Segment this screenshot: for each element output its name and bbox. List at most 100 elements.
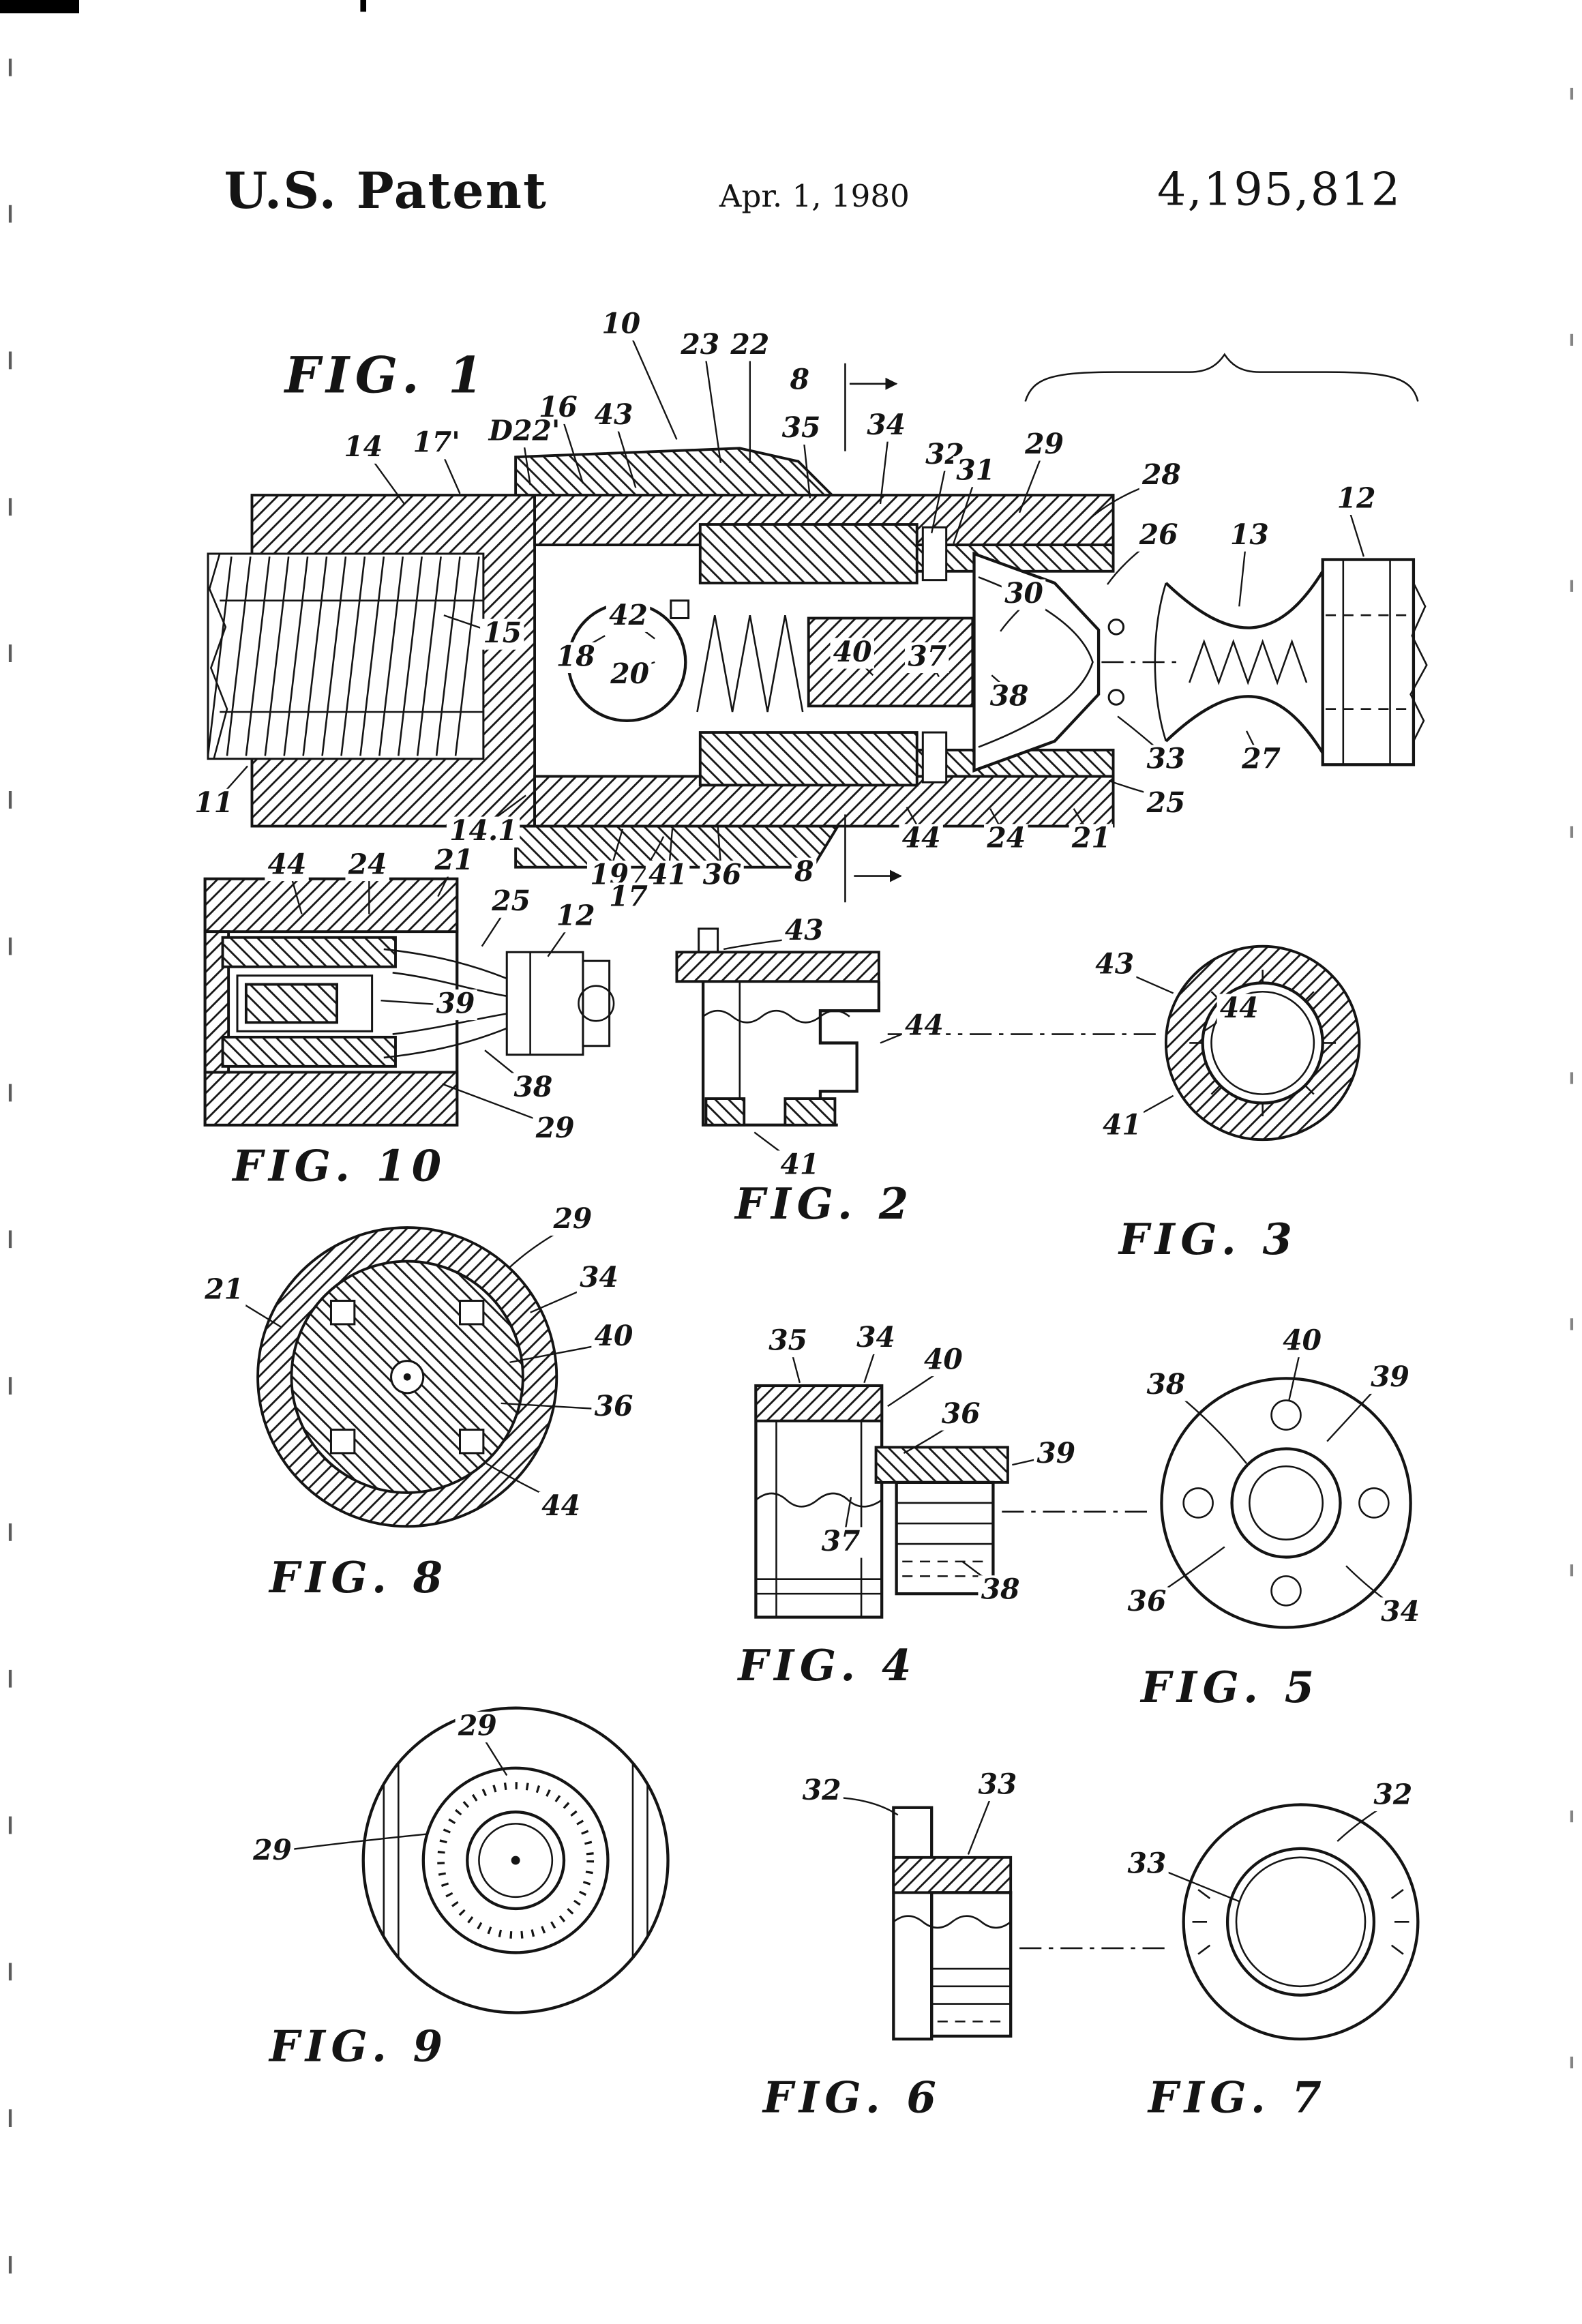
fig5-ref-36: 36 [1124, 1587, 1169, 1618]
fig1-ref-41: 41 [645, 861, 691, 892]
fig4-ref-38: 38 [978, 1575, 1023, 1607]
fig6-ref-32: 32 [799, 1776, 844, 1807]
fig4-drawing [754, 1352, 1154, 1619]
fig1-ref-13: 13 [1227, 520, 1272, 552]
fig7-drawing [1159, 1803, 1420, 2041]
fig4-ref-36: 36 [938, 1399, 983, 1431]
fig5-drawing [1158, 1354, 1412, 1629]
fig3-ref-41: 41 [1099, 1111, 1145, 1142]
fig1-ref-17-prime: 17' [410, 428, 464, 460]
fig3-ref-43: 43 [1092, 950, 1137, 981]
fig6-drawing [833, 1796, 1172, 2041]
fig1-ref-d22: D22' [486, 417, 563, 448]
fig1-ref-27: 27 [1238, 745, 1284, 776]
fig5-caption: FIG. 5 [1136, 1663, 1325, 1713]
fig1-ref-43: 43 [591, 400, 636, 432]
fig2-caption: FIG. 2 [730, 1179, 919, 1230]
fig5-ref-34: 34 [1377, 1597, 1423, 1628]
fig1-drawing [207, 339, 1428, 903]
fig1-ref-15: 15 [480, 619, 525, 650]
fig6-ref-33: 33 [975, 1770, 1020, 1802]
fig3-ref-44: 44 [1217, 994, 1262, 1025]
fig1-ref-33: 33 [1144, 745, 1189, 776]
fig1-ref-12: 12 [1334, 483, 1379, 516]
fig1-ref-37: 37 [905, 642, 950, 674]
fig8-ref-44: 44 [539, 1491, 584, 1523]
patent-date: Apr. 1, 1980 [719, 179, 910, 214]
fig10-ref-44: 44 [265, 850, 310, 882]
fig6-caption: FIG. 6 [758, 2072, 946, 2123]
fig1-ref-21: 21 [1069, 824, 1114, 855]
fig1-ref-44: 44 [899, 824, 944, 855]
fig5-ref-39: 39 [1367, 1362, 1413, 1394]
fig5-ref-40: 40 [1279, 1326, 1325, 1358]
patent-title: U.S. Patent [224, 162, 548, 222]
fig10-caption: FIG. 10 [228, 1141, 452, 1191]
fig1-ref-29: 29 [1021, 430, 1067, 461]
fig9-ref-29b: 29 [250, 1836, 295, 1867]
fig5-ref-38: 38 [1144, 1370, 1189, 1401]
fig1-ref-42: 42 [606, 601, 651, 632]
fig10-ref-25: 25 [488, 887, 534, 918]
fig4-ref-39: 39 [1034, 1439, 1079, 1470]
fig1-ref-30: 30 [1001, 579, 1047, 610]
fig2-ref-41: 41 [777, 1150, 822, 1182]
fig1-section-8-bottom: 8 [791, 857, 817, 889]
fig4-ref-40: 40 [921, 1345, 966, 1377]
patent-number: 4,195,812 [1156, 164, 1402, 217]
fig8-ref-40: 40 [591, 1322, 636, 1353]
fig10-drawing [203, 872, 615, 1127]
fig2-ref-44: 44 [901, 1011, 947, 1043]
fig8-ref-34: 34 [576, 1263, 622, 1294]
fig8-caption: FIG. 8 [265, 1552, 453, 1603]
fig9-ref-29a: 29 [455, 1712, 500, 1743]
fig1-ref-34: 34 [863, 411, 909, 442]
fig1-section-8-top: 8 [787, 365, 813, 397]
fig10-ref-12: 12 [553, 902, 598, 933]
fig8-ref-29: 29 [550, 1204, 595, 1236]
fig7-ref-32: 32 [1371, 1781, 1416, 1812]
fig8-ref-21: 21 [201, 1275, 247, 1307]
fig7-ref-33: 33 [1124, 1849, 1169, 1881]
fig4-ref-37: 37 [818, 1527, 863, 1558]
fig10-ref-24: 24 [345, 850, 390, 882]
fig1-ref-32: 32 [922, 440, 968, 471]
fig4-ref-35: 35 [765, 1326, 811, 1358]
fig1-ref-31: 31 [953, 456, 998, 488]
fig10-ref-39: 39 [433, 989, 478, 1021]
fig4-ref-34: 34 [853, 1323, 899, 1354]
fig1-ref-14-1: 14.1 [446, 816, 520, 848]
fig1-ref-18: 18 [553, 642, 598, 674]
fig1-ref-23: 23 [678, 330, 723, 361]
fig1-ref-17: 17 [606, 882, 651, 914]
fig1-ref-10: 10 [599, 310, 644, 341]
fig1-ref-36: 36 [700, 861, 745, 892]
fig7-caption: FIG. 7 [1144, 2072, 1332, 2123]
fig1-ref-28: 28 [1139, 460, 1184, 492]
fig3-drawing [1126, 944, 1361, 1142]
fig1-ref-11: 11 [191, 788, 237, 820]
fig1-ref-22: 22 [728, 330, 773, 361]
fig10-ref-21: 21 [432, 846, 477, 877]
fig10-ref-29: 29 [533, 1114, 578, 1145]
fig9-caption: FIG. 9 [265, 2021, 453, 2072]
fig9-drawing [285, 1706, 670, 2014]
fig10-ref-38: 38 [511, 1073, 556, 1104]
fig1-ref-14: 14 [341, 432, 386, 464]
fig1-caption: FIG. 1 [280, 347, 494, 406]
fig2-drawing [675, 927, 1161, 1160]
fig1-ref-35: 35 [779, 413, 824, 445]
fig3-caption: FIG. 3 [1114, 1214, 1302, 1264]
fig1-ref-40: 40 [830, 638, 875, 669]
fig1-ref-26: 26 [1136, 520, 1181, 552]
fig2-ref-43: 43 [781, 916, 827, 947]
fig1-ref-25: 25 [1144, 788, 1189, 820]
fig8-drawing [235, 1226, 603, 1528]
fig1-ref-16: 16 [535, 393, 581, 424]
fig4-caption: FIG. 4 [733, 1640, 922, 1690]
fig1-ref-20: 20 [607, 659, 653, 691]
fig8-ref-36: 36 [591, 1392, 636, 1423]
